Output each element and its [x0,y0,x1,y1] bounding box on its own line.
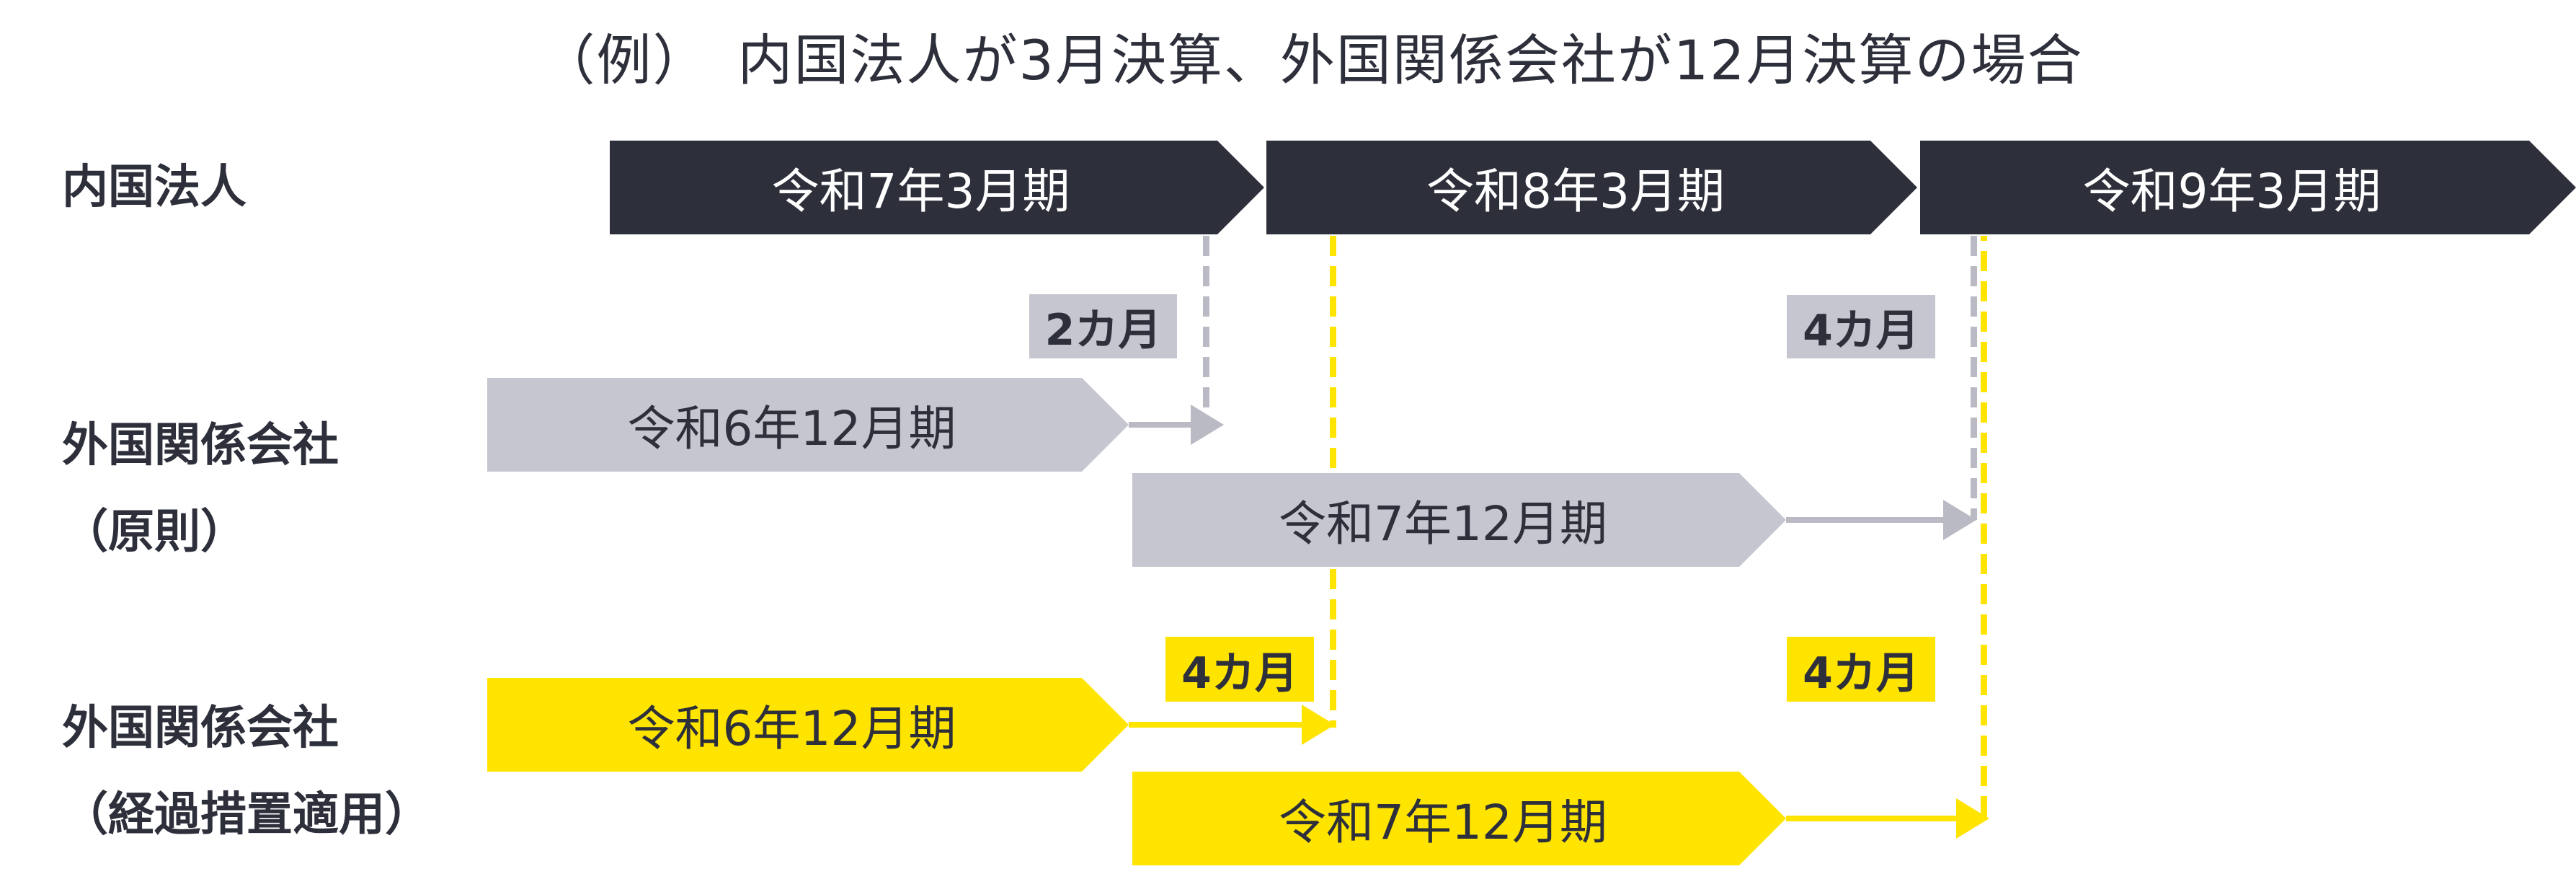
deadline-badge-4months-principle: 4カ月 [1787,295,1935,358]
deadline-badge-2months: 2カ月 [1029,294,1177,358]
period-arrow-domestic-1: 令和7年3月期 [610,141,1264,234]
period-arrow-transitional-2: 令和7年12月期 [1132,772,1786,865]
connector-line-transitional-second [1786,816,1959,821]
label-foreign-company-transitional-line1: 外国関係会社 [62,702,339,755]
dashed-guide-4months-second-transitional [1981,236,1987,818]
label-foreign-company-principle-line2: （原則） [62,506,247,559]
label-foreign-company-principle: 外国関係会社 （原則） [62,402,339,575]
deadline-badge-4months-transitional-2: 4カ月 [1787,637,1935,702]
period-arrow-principle-1: 令和6年12月期 [487,378,1129,472]
label-foreign-company-principle-line1: 外国関係会社 [62,419,339,472]
label-foreign-company-transitional-line2: （経過措置適用） [62,788,431,842]
deadline-badge-4months-transitional-1: 4カ月 [1165,637,1314,702]
period-arrow-principle-2: 令和7年12月期 [1132,473,1786,567]
arrowhead-icon-principle-first [1191,405,1224,445]
arrowhead-icon-transitional-second [1956,798,1989,839]
dashed-guide-4months-second-principle [1971,236,1977,520]
arrowhead-icon-principle-second [1943,500,1976,540]
period-arrow-domestic-2: 令和8年3月期 [1266,141,1917,234]
period-arrow-transitional-1: 令和6年12月期 [487,678,1129,772]
period-arrow-domestic-3: 令和9年3月期 [1920,141,2576,234]
connector-line-transitional-first [1129,722,1305,728]
label-foreign-company-transitional: 外国関係会社 （経過措置適用） [62,685,431,858]
arrowhead-icon-transitional-first [1302,705,1335,745]
dashed-guide-2months-first [1203,236,1209,425]
connector-line-principle-first [1129,422,1194,428]
connector-line-principle-second [1786,517,1946,523]
diagram-title: （例） 内国法人が3月決算、外国関係会社が12月決算の場合 [540,28,2084,92]
label-domestic-corporation: 内国法人 [62,161,247,214]
